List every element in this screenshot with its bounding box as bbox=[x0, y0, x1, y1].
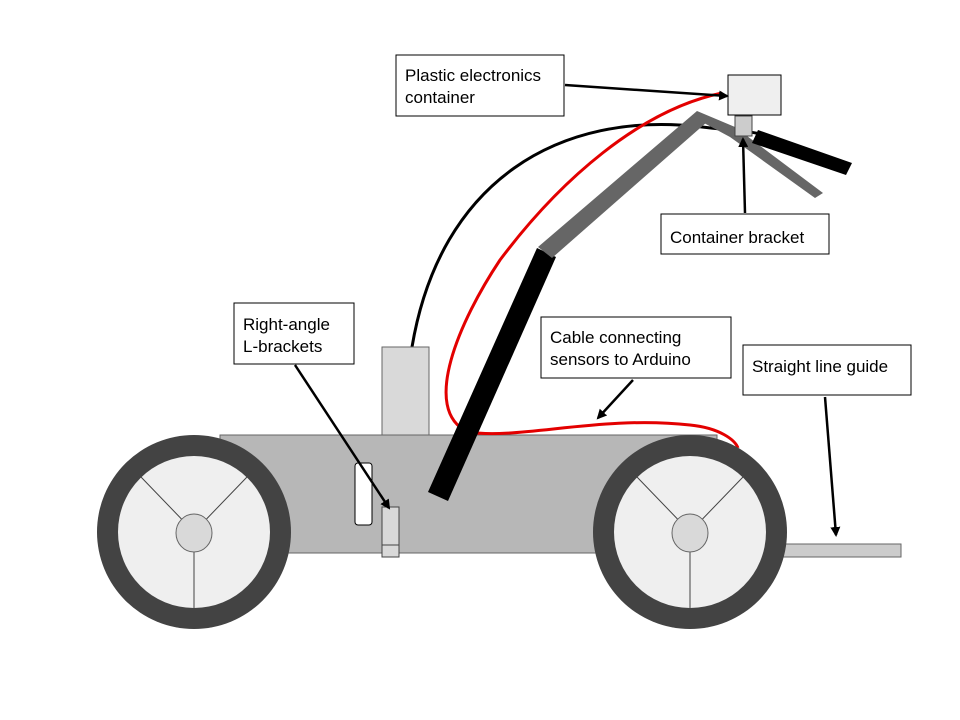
arrow-to-l-bracket bbox=[293, 364, 391, 510]
handle-top-segment bbox=[697, 111, 823, 198]
label-straight-guide-box bbox=[742, 344, 912, 396]
label-container-bracket: Container bracket bbox=[660, 213, 830, 255]
label-container-bracket-text: Container bracket bbox=[670, 228, 804, 247]
label-straight-guide: Straight line guide bbox=[742, 344, 912, 396]
body-slot bbox=[354, 462, 373, 526]
handle-grip bbox=[752, 130, 852, 175]
label-plastic-container-line1: Plastic electronics bbox=[405, 66, 541, 85]
arrow-to-cable bbox=[596, 379, 634, 420]
label-right-angle-box bbox=[233, 302, 355, 365]
straight-line-guide bbox=[769, 543, 902, 558]
arrow-to-bracket bbox=[738, 137, 749, 214]
red-cable bbox=[444, 91, 740, 449]
label-right-angle-line1: Right-angle bbox=[243, 315, 330, 334]
left-wheel bbox=[97, 435, 291, 629]
sensor-post bbox=[381, 346, 430, 436]
right-wheel bbox=[593, 435, 787, 629]
handle-upper-pole bbox=[538, 111, 707, 258]
label-right-angle: Right-angle L-brackets bbox=[233, 302, 355, 365]
container-bracket bbox=[734, 115, 753, 137]
label-cable: Cable connecting sensors to Arduino bbox=[540, 316, 732, 379]
handle-lower-pole bbox=[428, 248, 556, 501]
label-container-bracket-box bbox=[660, 213, 830, 255]
label-plastic-container-line2: container bbox=[405, 88, 475, 107]
left-wheel-hub bbox=[175, 513, 213, 553]
l-bracket-upper bbox=[381, 506, 400, 546]
label-plastic-container-box bbox=[395, 54, 565, 117]
l-bracket-lower bbox=[381, 544, 400, 558]
label-straight-guide-text: Straight line guide bbox=[752, 357, 888, 376]
arrow-to-guide bbox=[823, 396, 841, 537]
electronics-container bbox=[727, 74, 782, 116]
arrow-to-container bbox=[564, 83, 729, 101]
label-cable-line2: sensors to Arduino bbox=[550, 350, 691, 369]
label-plastic-container: Plastic electronics container bbox=[395, 54, 565, 117]
label-cable-line1: Cable connecting bbox=[550, 328, 681, 347]
right-wheel-hub bbox=[671, 513, 709, 553]
label-cable-box bbox=[540, 316, 732, 379]
label-right-angle-line2: L-brackets bbox=[243, 337, 322, 356]
